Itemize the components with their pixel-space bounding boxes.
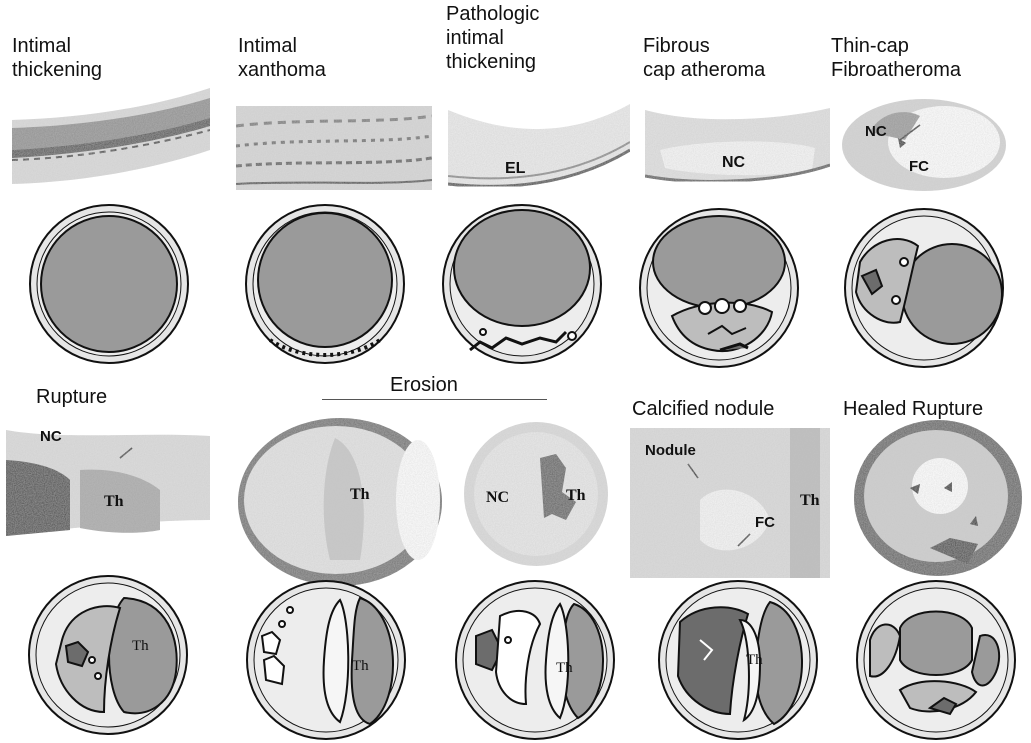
schematic-calcified-nodule [659,581,817,739]
label-fc-tcfa: FC [909,158,929,175]
label-th-s-rupture: Th [132,638,149,654]
micrograph-intimal-xanthoma [236,106,432,190]
label-el: EL [505,160,526,177]
label-th-s-erosion-1: Th [352,658,369,674]
label-fc-nodule: FC [755,514,775,531]
micrograph-pathologic-intimal-thickening [448,104,630,186]
label-th-s-nodule: Th [746,652,763,668]
schematic-fibrous-cap-atheroma [640,209,798,367]
micrograph-erosion-1 [238,418,442,586]
schematic-healed-rupture [857,581,1015,739]
label-nc-erosion-2: NC [486,489,509,506]
micrograph-healed-rupture [854,420,1022,576]
schematic-pathologic-intimal-thickening [443,205,601,363]
schematic-thin-cap-fibroatheroma [845,209,1003,367]
label-th-nodule: Th [800,492,820,509]
label-nc-fca: NC [722,154,746,171]
schematic-intimal-xanthoma [246,205,404,363]
label-th-erosion-1: Th [350,486,370,503]
schematic-intimal-thickening [30,205,188,363]
label-th-rupture: Th [104,493,124,510]
micrograph-thin-cap-fibroatheroma [842,99,1006,191]
label-th-s-erosion-2: Th [556,660,573,676]
label-nc-rupture: NC [40,428,62,445]
micrograph-rupture [6,430,210,536]
micrograph-intimal-thickening [12,88,210,184]
schematic-rupture [29,576,187,734]
schematic-erosion-2 [456,581,614,739]
schematic-erosion-1 [247,581,405,739]
label-nodule: Nodule [645,442,696,459]
label-nc-tcfa: NC [865,123,887,140]
label-th-erosion-2: Th [566,487,586,504]
